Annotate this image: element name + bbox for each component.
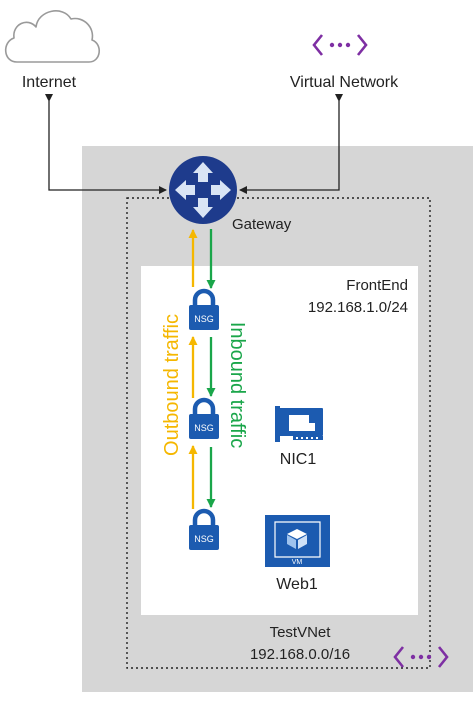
virtual-network-icon	[312, 33, 368, 57]
virtual-network-connector	[239, 94, 343, 194]
nsg-lock-icon: NSG	[189, 508, 219, 550]
internet-label: Internet	[22, 74, 77, 91]
internet-connector	[45, 94, 167, 194]
vm-badge: VM	[292, 559, 303, 566]
nsg-lock-icon: NSG	[189, 288, 219, 330]
vm-label: Web1	[276, 576, 318, 593]
frontend-cidr-label: 192.168.1.0/24	[308, 299, 408, 316]
virtual-network-label: Virtual Network	[290, 74, 399, 91]
gateway-router-icon	[169, 156, 237, 224]
vnet-cidr-label: 192.168.0.0/16	[250, 646, 350, 663]
outbound-traffic-label: Outbound traffic	[161, 314, 183, 456]
nic-label: NIC1	[280, 451, 317, 468]
network-card-icon	[275, 406, 323, 442]
inbound-traffic-label: Inbound traffic	[226, 322, 248, 448]
gateway-label: Gateway	[232, 216, 292, 233]
frontend-name-label: FrontEnd	[346, 277, 408, 294]
vnet-name-label: TestVNet	[270, 624, 332, 641]
nsg-lock-icon: NSG	[189, 397, 219, 439]
virtual-machine-icon: VM	[265, 515, 330, 567]
nsg-badge: NSG	[194, 534, 214, 544]
cloud-icon	[4, 10, 100, 63]
nsg-badge: NSG	[194, 423, 214, 433]
nsg-badge: NSG	[194, 314, 214, 324]
vnet-boundary	[126, 197, 431, 669]
